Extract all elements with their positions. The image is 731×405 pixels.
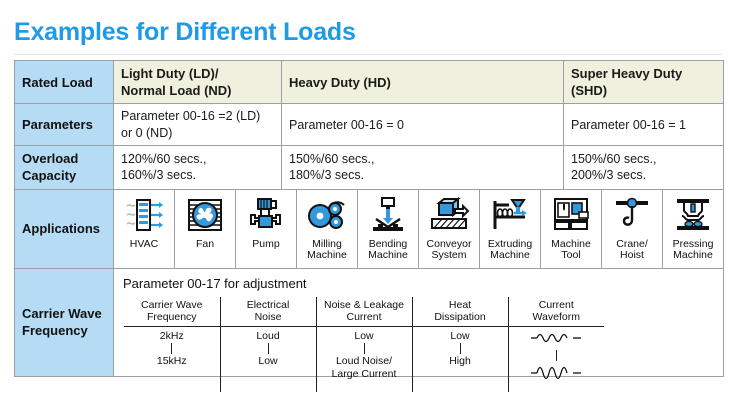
application-label: Conveyor System	[426, 237, 472, 262]
application-item-extruding-machine: Extruding Machine	[480, 189, 541, 268]
application-item-hvac: HVAC	[114, 189, 175, 268]
table-row-rated-load: Rated Load Light Duty (LD)/ Normal Load …	[14, 59, 724, 105]
carrier-wave-connector	[555, 350, 557, 362]
row-header-overload-capacity: Overload Capacity	[14, 145, 114, 190]
application-label: Milling Machine	[307, 237, 347, 262]
high-amplitude-sine-waveform	[529, 362, 583, 388]
application-item-bending-machine: Bending Machine	[358, 189, 419, 268]
conveyor-system-icon	[429, 193, 469, 237]
carrier-wave-column-header-2: Noise & Leakage Current	[316, 296, 413, 327]
carrier-wave-connector	[267, 343, 269, 355]
carrier-wave-value-4	[508, 326, 604, 392]
milling-machine-icon	[307, 193, 347, 237]
parameters-light-duty: Parameter 00-16 =2 (LD) or 0 (ND)	[113, 103, 282, 147]
applications-list: HVAC Fan Pump Milling Machine Bending Machin…	[114, 189, 723, 268]
column-header-light-duty: Light Duty (LD)/ Normal Load (ND)	[113, 59, 282, 105]
row-header-applications: Applications	[14, 188, 114, 269]
parameters-heavy-duty: Parameter 00-16 = 0	[281, 103, 564, 147]
application-item-conveyor-system: Conveyor System	[419, 189, 480, 268]
carrier-wave-value-top: 2kHz	[159, 329, 184, 342]
pressing-machine-icon	[673, 193, 713, 237]
table-row-overload-capacity: Overload Capacity 120%/60 secs., 160%/3 …	[14, 145, 724, 190]
application-label: Machine Tool	[551, 237, 591, 262]
application-label: Extruding Machine	[487, 237, 533, 262]
loads-table: Rated Load Light Duty (LD)/ Normal Load …	[14, 59, 724, 392]
low-amplitude-sine-waveform	[529, 330, 583, 350]
carrier-wave-value-bottom: Loud Noise/ Large Current	[331, 355, 397, 380]
carrier-wave-connector	[171, 343, 173, 355]
overload-super-heavy-duty: 150%/60 secs., 200%/3 secs.	[563, 145, 724, 190]
carrier-wave-connector	[363, 343, 365, 355]
carrier-wave-connector	[459, 343, 461, 355]
hvac-vent-icon	[124, 193, 164, 237]
crane-hoist-icon	[612, 193, 652, 237]
application-item-pressing-machine: Pressing Machine	[663, 190, 723, 268]
application-label: Fan	[195, 237, 215, 250]
overload-light-duty: 120%/60 secs., 160%/3 secs.	[113, 145, 282, 190]
application-label: HVAC	[129, 237, 159, 250]
parameters-super-heavy-duty: Parameter 00-16 = 1	[563, 103, 724, 147]
pump-icon	[246, 193, 286, 237]
application-label: Pump	[252, 237, 280, 250]
carrier-wave-value-top: Loud	[256, 329, 280, 342]
bending-machine-icon	[368, 193, 408, 237]
carrier-wave-value-bottom: High	[449, 355, 471, 368]
row-header-parameters: Parameters	[14, 103, 114, 147]
carrier-wave-column-header-4: Current Waveform	[508, 296, 604, 327]
application-label: Crane/ Hoist	[616, 237, 648, 262]
carrier-wave-value-bottom: Low	[258, 355, 278, 368]
column-header-heavy-duty: Heavy Duty (HD)	[281, 59, 564, 105]
application-item-fan: Fan	[175, 189, 236, 268]
carrier-wave-column-header-1: Electrical Noise	[220, 296, 317, 327]
application-item-milling-machine: Milling Machine	[297, 189, 358, 268]
row-header-carrier-wave: Carrier Wave Frequency	[14, 267, 114, 377]
carrier-wave-note: Parameter 00-17 for adjustment	[123, 275, 307, 291]
table-row-applications: Applications HVAC Fan Pump Milling Machine B…	[14, 188, 724, 269]
application-label: Pressing Machine	[672, 237, 714, 262]
application-item-pump: Pump	[236, 189, 297, 268]
machine-tool-icon	[551, 193, 591, 237]
table-row-carrier-wave: Carrier Wave Frequency Parameter 00-17 f…	[14, 267, 724, 392]
carrier-wave-value-top: Low	[354, 329, 374, 342]
table-row-parameters: Parameters Parameter 00-16 =2 (LD) or 0 …	[14, 103, 724, 147]
extruding-machine-icon	[490, 193, 530, 237]
carrier-wave-value-0: 2kHz 15kHz	[124, 326, 221, 392]
carrier-wave-value-bottom: 15kHz	[156, 355, 187, 368]
application-item-crane-hoist: Crane/ Hoist	[602, 189, 663, 268]
fan-icon	[185, 193, 225, 237]
title-divider	[14, 54, 722, 55]
carrier-wave-column-header-3: Heat Dissipation	[412, 296, 509, 327]
page-title: Examples for Different Loads	[14, 18, 356, 46]
application-item-machine-tool: Machine Tool	[541, 189, 602, 268]
column-header-super-heavy-duty: Super Heavy Duty (SHD)	[563, 59, 724, 105]
carrier-wave-column-header-0: Carrier Wave Frequency	[124, 296, 221, 327]
row-header-rated-load: Rated Load	[14, 59, 114, 105]
application-label: Bending Machine	[368, 237, 408, 262]
overload-heavy-duty: 150%/60 secs., 180%/3 secs.	[281, 145, 564, 190]
carrier-wave-cell: Parameter 00-17 for adjustment Carrier W…	[113, 267, 724, 392]
carrier-wave-value-top: Low	[450, 329, 470, 342]
applications-cell: HVAC Fan Pump Milling Machine Bending Machin…	[113, 188, 724, 269]
